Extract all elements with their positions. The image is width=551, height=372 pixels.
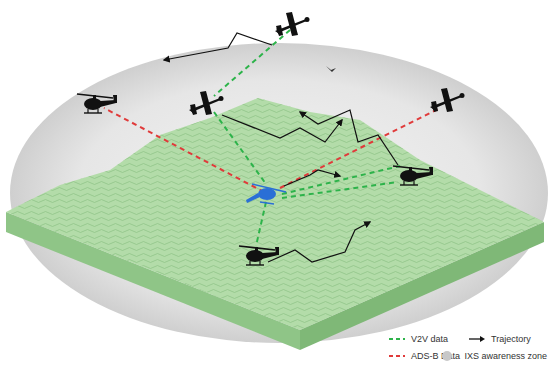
- helicopter: [239, 246, 279, 265]
- helicopter: [77, 94, 117, 113]
- bird: [326, 66, 336, 72]
- trajectories: [164, 33, 398, 262]
- legend-sample: [441, 350, 459, 362]
- legend-arrowhead: [480, 336, 485, 342]
- legend-item: Trajectory: [468, 333, 531, 345]
- legend-text: ADS-B Data: [411, 351, 460, 361]
- legend-sample: [388, 350, 406, 362]
- legend-line: [389, 355, 405, 357]
- airplane: [430, 88, 465, 112]
- legend-text: IXS awareness zone: [464, 351, 547, 361]
- legend-sample: [468, 333, 486, 345]
- legend-swatch: [442, 351, 452, 361]
- terrain-texture: [6, 98, 544, 330]
- legend-text: Trajectory: [491, 334, 531, 344]
- legend-item: V2V data: [388, 333, 448, 345]
- data-links: [104, 30, 440, 246]
- legend-text: V2V data: [411, 334, 448, 344]
- helicopter: [393, 166, 433, 185]
- ownship-helicopter: [246, 184, 286, 204]
- legend-line: [389, 338, 405, 340]
- airplane: [189, 91, 224, 115]
- legend-sample: [388, 333, 406, 345]
- airplane: [275, 12, 310, 36]
- legend-item: IXS awareness zone: [441, 350, 547, 362]
- terrain-top: [6, 98, 544, 330]
- legend-arrow: [469, 338, 481, 339]
